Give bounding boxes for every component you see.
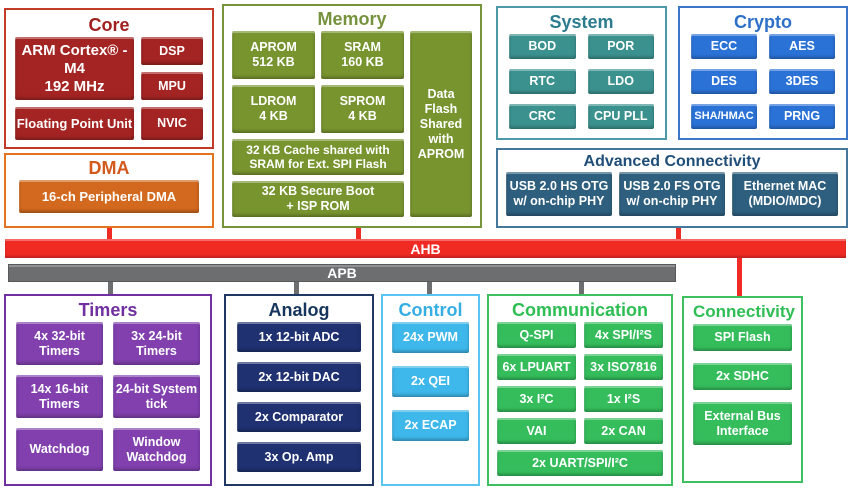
panel-memory-title: Memory bbox=[317, 9, 387, 29]
panel-connectivity-title: Connectivity bbox=[693, 302, 796, 321]
panel-core: Core ARM Cortex® -M4 192 MHz DSP MPU Flo… bbox=[4, 8, 214, 149]
block-aprom: APROM 512 KB bbox=[232, 31, 315, 79]
panel-advanced-connectivity: Advanced Connectivity USB 2.0 HS OTG w/ … bbox=[496, 148, 848, 228]
ahb-bus: AHB bbox=[5, 239, 846, 258]
block-mpu: MPU bbox=[141, 72, 203, 100]
block-iso7816: 3x ISO7816 bbox=[584, 354, 663, 380]
connectivity-stack: SPI Flash 2x SDHC External Bus Interface bbox=[693, 324, 792, 445]
connector-dma-ahb bbox=[107, 228, 112, 239]
block-ethernet-mac: Ethernet MAC (MDIO/MDC) bbox=[732, 172, 838, 216]
panel-communication-title: Communication bbox=[511, 300, 648, 320]
block-secure-boot-isp-rom: 32 KB Secure Boot + ISP ROM bbox=[232, 181, 404, 217]
block-16ch-peripheral-dma: 16-ch Peripheral DMA bbox=[19, 180, 199, 213]
block-sha-hmac: SHA/HMAC bbox=[691, 104, 757, 129]
ahb-bus-label: AHB bbox=[410, 240, 441, 257]
block-prng: PRNG bbox=[769, 104, 835, 129]
block-qei: 2x QEI bbox=[392, 366, 469, 397]
block-uart-spi-i2c: 2x UART/SPI/I²C bbox=[497, 450, 663, 476]
block-external-bus-interface: External Bus Interface bbox=[693, 402, 792, 445]
control-stack: 24x PWM 2x QEI 2x ECAP bbox=[392, 322, 469, 441]
panel-connectivity: Connectivity SPI Flash 2x SDHC External … bbox=[682, 296, 803, 483]
block-32bit-timers: 4x 32-bit Timers bbox=[16, 322, 103, 365]
block-16bit-timers: 14x 16-bit Timers bbox=[16, 375, 103, 418]
system-grid: BOD POR RTC LDO CRC CPU PLL bbox=[509, 34, 654, 129]
block-system-tick: 24-bit System tick bbox=[113, 375, 200, 418]
advanced-connectivity-grid: USB 2.0 HS OTG w/ on-chip PHY USB 2.0 FS… bbox=[506, 172, 838, 216]
block-sram: SRAM 160 KB bbox=[321, 31, 404, 79]
connector-memory-ahb bbox=[356, 228, 361, 239]
block-data-flash: Data Flash Shared with APROM bbox=[410, 31, 472, 217]
panel-system-title: System bbox=[549, 12, 614, 32]
core-grid: ARM Cortex® -M4 192 MHz DSP MPU Floating… bbox=[15, 37, 203, 140]
block-i2s: 1x I²S bbox=[584, 386, 663, 412]
panel-control-title: Control bbox=[398, 300, 463, 320]
block-ecc: ECC bbox=[691, 34, 757, 59]
panel-dma: DMA 16-ch Peripheral DMA bbox=[4, 153, 214, 228]
block-i2c: 3x I²C bbox=[497, 386, 576, 412]
block-rtc: RTC bbox=[509, 69, 576, 94]
panel-crypto: Crypto ECC AES DES 3DES SHA/HMAC PRNG bbox=[678, 6, 848, 140]
connector-apb-communication bbox=[579, 282, 584, 294]
block-des: DES bbox=[691, 69, 757, 94]
panel-advanced-connectivity-title: Advanced Connectivity bbox=[583, 153, 761, 170]
panel-communication: Communication Q-SPI 4x SPI/I²S 6x LPUART… bbox=[487, 294, 673, 486]
panel-analog-title: Analog bbox=[268, 300, 330, 320]
apb-bus: APB bbox=[8, 264, 676, 282]
block-op-amp: 3x Op. Amp bbox=[237, 442, 361, 472]
panel-core-title: Core bbox=[88, 15, 130, 35]
block-adc: 1x 12-bit ADC bbox=[237, 322, 361, 352]
block-floating-point-unit: Floating Point Unit bbox=[15, 107, 134, 140]
panel-crypto-title: Crypto bbox=[734, 12, 792, 32]
block-watchdog: Watchdog bbox=[16, 428, 103, 471]
block-dac: 2x 12-bit DAC bbox=[237, 362, 361, 392]
block-can: 2x CAN bbox=[584, 418, 663, 444]
panel-dma-title: DMA bbox=[88, 158, 130, 178]
apb-bus-label: APB bbox=[327, 265, 357, 281]
crypto-grid: ECC AES DES 3DES SHA/HMAC PRNG bbox=[691, 34, 835, 129]
connector-apb-timers bbox=[108, 282, 113, 294]
block-pwm: 24x PWM bbox=[392, 322, 469, 353]
block-sprom: SPROM 4 KB bbox=[321, 85, 404, 133]
block-ldrom: LDROM 4 KB bbox=[232, 85, 315, 133]
block-nvic: NVIC bbox=[141, 107, 203, 140]
block-usb-fs-otg: USB 2.0 FS OTG w/ on-chip PHY bbox=[619, 172, 725, 216]
block-window-watchdog: Window Watchdog bbox=[113, 428, 200, 471]
block-crc: CRC bbox=[509, 104, 576, 129]
block-cpu-pll: CPU PLL bbox=[587, 104, 654, 129]
block-24bit-timers: 3x 24-bit Timers bbox=[113, 322, 200, 365]
communication-grid: Q-SPI 4x SPI/I²S 6x LPUART 3x ISO7816 3x… bbox=[497, 322, 663, 476]
block-comparator: 2x Comparator bbox=[237, 402, 361, 432]
block-ldo: LDO bbox=[587, 69, 654, 94]
timers-grid: 4x 32-bit Timers 3x 24-bit Timers 14x 16… bbox=[16, 322, 200, 471]
panel-analog: Analog 1x 12-bit ADC 2x 12-bit DAC 2x Co… bbox=[224, 294, 374, 486]
connector-apb-control bbox=[427, 282, 432, 294]
panel-memory: Memory APROM 512 KB SRAM 160 KB Data Fla… bbox=[222, 4, 482, 228]
block-spi-i2s: 4x SPI/I²S bbox=[584, 322, 663, 348]
block-cache: 32 KB Cache shared with SRAM for Ext. SP… bbox=[232, 139, 404, 175]
connector-ahb-connectivity bbox=[737, 258, 742, 296]
block-vai: VAI bbox=[497, 418, 576, 444]
block-dsp: DSP bbox=[141, 37, 203, 65]
block-lpuart: 6x LPUART bbox=[497, 354, 576, 380]
panel-control: Control 24x PWM 2x QEI 2x ECAP bbox=[381, 294, 480, 486]
block-3des: 3DES bbox=[769, 69, 835, 94]
block-sdhc: 2x SDHC bbox=[693, 363, 792, 390]
connector-advconn-ahb bbox=[676, 228, 681, 239]
block-bod: BOD bbox=[509, 34, 576, 59]
memory-grid: APROM 512 KB SRAM 160 KB Data Flash Shar… bbox=[232, 31, 472, 217]
block-arm-cortex-m4: ARM Cortex® -M4 192 MHz bbox=[15, 37, 134, 100]
connector-apb-analog bbox=[294, 282, 299, 294]
panel-system: System BOD POR RTC LDO CRC CPU PLL bbox=[496, 6, 667, 140]
block-aes: AES bbox=[769, 34, 835, 59]
block-ecap: 2x ECAP bbox=[392, 410, 469, 441]
block-usb-hs-otg: USB 2.0 HS OTG w/ on-chip PHY bbox=[506, 172, 612, 216]
block-por: POR bbox=[587, 34, 654, 59]
analog-stack: 1x 12-bit ADC 2x 12-bit DAC 2x Comparato… bbox=[237, 322, 361, 472]
block-qspi: Q-SPI bbox=[497, 322, 576, 348]
panel-timers: Timers 4x 32-bit Timers 3x 24-bit Timers… bbox=[4, 294, 212, 486]
panel-timers-title: Timers bbox=[78, 300, 138, 320]
block-spi-flash: SPI Flash bbox=[693, 324, 792, 351]
